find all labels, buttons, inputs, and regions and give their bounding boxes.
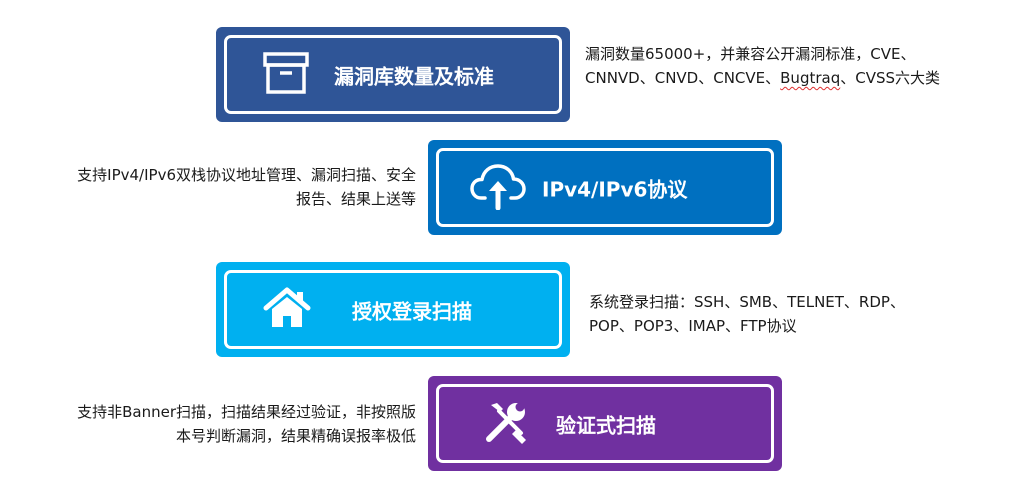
desc-line: 支持非Banner扫描，扫描结果经过验证，非按照版 [77,403,416,421]
feature-card-verify-scan: 验证式扫描 [428,376,782,471]
desc-segment-underlined: Bugtraq [780,69,841,87]
feature-card-inner: 授权登录扫描 [224,270,562,349]
desc-line: 漏洞数量65000+，并兼容公开漏洞标准，CVE、 [585,45,916,63]
feature-desc-verify-scan: 支持非Banner扫描，扫描结果经过验证，非按照版 本号判断漏洞，结果精确误报率… [77,400,416,448]
feature-title: 验证式扫描 [556,413,656,437]
feature-title: 授权登录扫描 [352,299,472,323]
feature-desc-vuln-db: 漏洞数量65000+，并兼容公开漏洞标准，CVE、 CNNVD、CNVD、CNC… [585,42,940,90]
feature-title: 漏洞库数量及标准 [334,64,494,88]
desc-line: POP、POP3、IMAP、FTP协议 [589,317,797,335]
wrench-screwdriver-icon [483,399,529,449]
feature-title: IPv4/IPv6协议 [542,177,688,201]
desc-line: 报告、结果上送等 [295,190,416,208]
feature-card-inner: 验证式扫描 [436,384,774,463]
feature-card-inner: IPv4/IPv6协议 [436,148,774,227]
archive-box-icon [263,51,309,98]
feature-card-vuln-db: 漏洞库数量及标准 [216,27,570,122]
cloud-upload-icon [469,162,527,214]
desc-line: 本号判断漏洞，结果精确误报率极低 [175,427,416,445]
desc-segment: CNNVD、CNVD、CNCVE、 [585,69,781,87]
feature-card-ipv6: IPv4/IPv6协议 [428,140,782,235]
feature-desc-ipv6: 支持IPv4/IPv6双栈协议地址管理、漏洞扫描、安全 报告、结果上送等 [77,163,416,211]
feature-card-inner: 漏洞库数量及标准 [224,35,562,114]
home-icon [263,287,311,333]
feature-desc-auth-scan: 系统登录扫描：SSH、SMB、TELNET、RDP、 POP、POP3、IMAP… [589,290,905,338]
feature-card-auth-scan: 授权登录扫描 [216,262,570,357]
desc-line: 支持IPv4/IPv6双栈协议地址管理、漏洞扫描、安全 [77,166,416,184]
desc-segment: 、CVSS六大类 [840,69,941,87]
desc-line: CNNVD、CNVD、CNCVE、Bugtraq、CVSS六大类 [585,66,940,90]
desc-line: 系统登录扫描：SSH、SMB、TELNET、RDP、 [589,293,905,311]
